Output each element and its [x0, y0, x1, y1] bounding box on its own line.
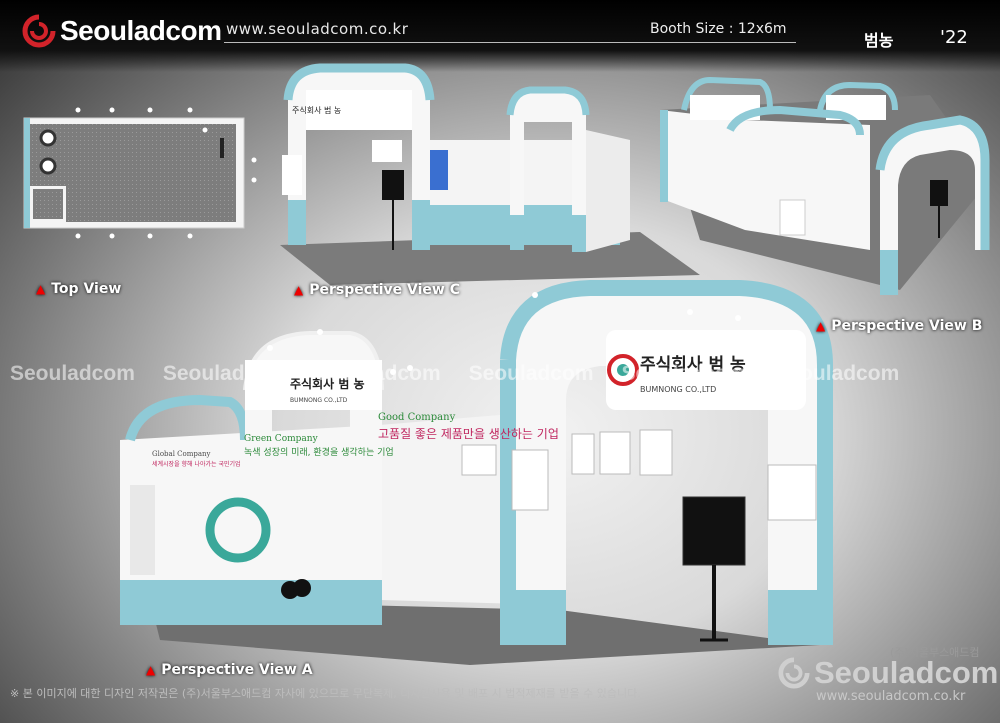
label-persp-b: ▲ Perspective View B: [816, 318, 982, 334]
footer-brand-name: Seouladcom: [814, 655, 999, 690]
project-year: '22: [940, 27, 968, 48]
booth-a-company-en: BUMNONG CO.,LTD: [640, 385, 716, 394]
triangle-icon: ▲: [816, 319, 826, 333]
booth-c-company: 주식회사 범 농: [292, 105, 341, 115]
label-persp-c: ▲ Perspective View C: [294, 282, 460, 298]
booth-a-company-kr-2: 주식회사 범 농: [290, 376, 365, 391]
label-top-view: ▲ Top View: [36, 281, 121, 297]
seouladcom-swirl-icon: [22, 14, 56, 48]
client-name: 범농: [864, 31, 894, 50]
perspective-b-render: [660, 76, 990, 295]
perspective-c-render: [280, 63, 700, 285]
seouladcom-swirl-icon: [778, 657, 810, 689]
top-view-plan: [23, 107, 257, 239]
booth-size: Booth Size : 12x6m: [650, 21, 787, 37]
triangle-icon: ▲: [36, 282, 46, 296]
slogan-green-title: Green Company: [244, 434, 319, 444]
footer-company-kr: (주)서울부스애드컴: [890, 646, 980, 659]
label-persp-a: ▲ Perspective View A: [146, 662, 313, 678]
header-url: www.seouladcom.co.kr: [226, 20, 409, 38]
brand-name: Seouladcom: [60, 15, 222, 46]
triangle-icon: ▲: [294, 283, 304, 297]
slogan-global-title: Global Company: [152, 450, 211, 458]
watermark-3: Seouladcom: [315, 362, 441, 385]
triangle-icon: ▲: [146, 663, 156, 677]
footer-brand: Seouladcom: [778, 655, 998, 691]
label-persp-a-text: Perspective View A: [161, 662, 313, 678]
footer-url: www.seouladcom.co.kr: [816, 689, 966, 704]
watermark-4: Seouladcom: [468, 362, 594, 385]
label-top-view-text: Top View: [51, 281, 122, 297]
label-persp-c-text: Perspective View C: [309, 282, 460, 298]
booth-a-company-kr: 주식회사 범 농: [640, 355, 746, 375]
slogan-good-title: Good Company: [378, 412, 456, 423]
watermark-6: Seouladcom: [774, 362, 900, 385]
slogan-good-text: 고품질 좋은 제품만을 생산하는 기업: [378, 427, 559, 441]
header-divider: [224, 42, 796, 43]
watermark-2: Seouladcom: [162, 362, 288, 385]
label-persp-b-text: Perspective View B: [831, 318, 983, 334]
watermark-row: Seouladcom Seouladcom Seouladcom Seoulad…: [0, 362, 1000, 386]
slogan-global-text: 세계시장을 향해 나아가는 국민기업: [152, 460, 241, 468]
booth-logo-icon: [607, 354, 639, 386]
brand-logo: Seouladcom: [22, 14, 222, 48]
booth-logo-leaf-icon: [617, 364, 629, 376]
booth-a-company-en-2: BUMNONG CO.,LTD: [290, 397, 348, 404]
copyright-notice: ※ 본 이미지에 대한 디자인 저작권은 (주)서울부스애드컴 자사에 있으므로…: [10, 687, 641, 700]
watermark-1: Seouladcom: [10, 362, 135, 385]
perspective-a-render: [120, 280, 833, 665]
header-band: [0, 0, 1000, 72]
watermark-5: Seouladcom: [621, 362, 747, 385]
slogan-green-text: 녹색 성장의 미래, 환경을 생각하는 기업: [244, 446, 394, 458]
